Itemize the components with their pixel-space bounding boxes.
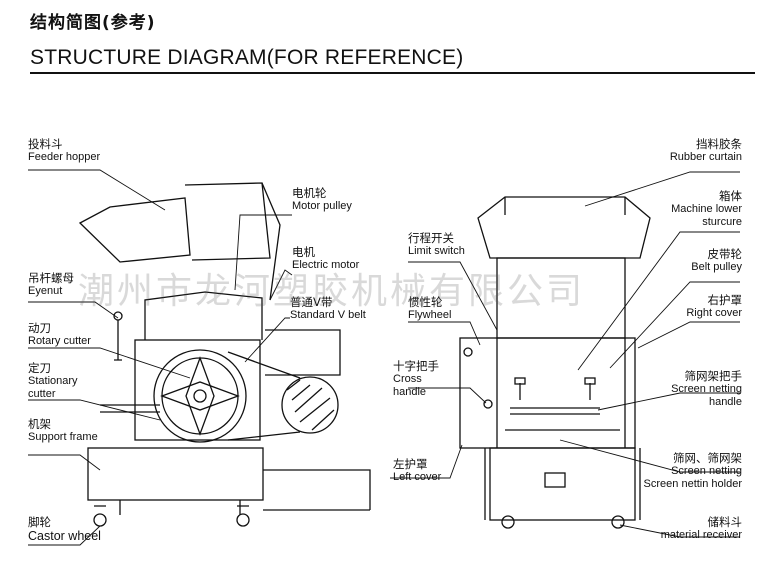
label-left-cover-en: Left cover <box>393 471 442 484</box>
label-material-receiver: 储料斗 material receiver <box>640 515 743 542</box>
label-left-cover-cn: 左护罩 <box>393 457 428 471</box>
side-view-machine <box>78 182 371 527</box>
label-rubber-curtain: 挡料胶条 Rubber curtain <box>640 137 742 164</box>
label-cross-handle-en: Cross handle <box>393 373 427 398</box>
label-v-belt-en: Standard V belt <box>290 309 366 322</box>
label-feeder-hopper-en: Feeder hopper <box>28 151 101 164</box>
front-view-machine <box>459 196 651 529</box>
label-motor-pulley: 电机轮 Motor pulley <box>292 186 352 213</box>
label-motor-pulley-cn: 电机轮 <box>292 186 327 200</box>
label-belt-pulley-cn: 皮带轮 <box>707 247 743 261</box>
label-stationary-cutter-en: Stationary cutter <box>28 375 78 400</box>
label-support-frame: 机架 Support frame <box>28 417 98 444</box>
label-limit-switch: 行程开关 Limit switch <box>408 231 465 258</box>
label-limit-switch-cn: 行程开关 <box>408 231 454 245</box>
label-castor-wheel: 脚轮 Castor wheel <box>28 515 101 544</box>
label-rubber-curtain-en: Rubber curtain <box>669 151 742 164</box>
label-right-cover-en: Right cover <box>686 307 742 320</box>
label-stationary-cutter: 定刀 Stationary cutter <box>28 361 98 401</box>
label-right-cover: 右护罩 Right cover <box>640 293 743 320</box>
label-rubber-curtain-cn: 挡料胶条 <box>696 137 742 151</box>
header-rule <box>30 72 755 74</box>
label-left-cover: 左护罩 Left cover <box>393 457 442 484</box>
v-belt-shape <box>227 351 301 441</box>
label-right-cover-cn: 右护罩 <box>707 293 743 307</box>
label-feeder-hopper-cn: 投料斗 <box>28 137 63 151</box>
label-rotary-cutter-en: Rotary cutter <box>28 335 91 348</box>
motor-pulley-shape <box>281 376 339 434</box>
watermark-text: 潮州市龙河塑胶机械有限公司 <box>78 271 586 312</box>
label-castor-wheel-en: Castor wheel <box>28 529 101 544</box>
label-machine-lower-en: Machine lower sturcure <box>671 203 742 228</box>
rotary-cutter-shape <box>153 349 247 443</box>
label-flywheel: 惯性轮 Flywheel <box>408 295 452 322</box>
label-machine-lower-cn: 箱体 <box>719 189 742 203</box>
title-chinese: 结构简图(参考) <box>30 13 156 33</box>
label-support-frame-cn: 机架 <box>28 417 51 431</box>
label-v-belt-cn: 普通V带 <box>290 295 333 309</box>
label-machine-lower: 箱体 Machine lower sturcure <box>655 189 742 229</box>
label-electric-motor-en: Electric motor <box>292 259 360 272</box>
label-electric-motor-cn: 电机 <box>292 245 315 259</box>
label-flywheel-en: Flywheel <box>408 309 452 322</box>
label-motor-pulley-en: Motor pulley <box>292 200 352 213</box>
label-cross-handle: 十字把手 Cross handle <box>393 359 455 399</box>
label-screen-netting-holder-cn: 筛网、筛网架 <box>673 451 742 465</box>
label-material-receiver-en: material receiver <box>660 529 742 542</box>
label-v-belt: 普通V带 Standard V belt <box>290 295 366 322</box>
label-screen-netting-handle-en: Screen netting handle <box>671 383 742 408</box>
label-cross-handle-cn: 十字把手 <box>393 359 439 373</box>
label-feeder-hopper: 投料斗 Feeder hopper <box>28 137 101 164</box>
label-eyenut: 吊杆螺母 Eyenut <box>28 271 74 298</box>
label-support-frame-en: Support frame <box>28 431 98 444</box>
label-belt-pulley: 皮带轮 Belt pulley <box>640 247 743 274</box>
label-limit-switch-en: Limit switch <box>408 245 465 258</box>
label-material-receiver-cn: 储料斗 <box>707 515 743 529</box>
title-english: STRUCTURE DIAGRAM(FOR REFERENCE) <box>30 46 464 69</box>
support-frame-shape <box>87 447 264 501</box>
label-eyenut-en: Eyenut <box>28 285 63 298</box>
label-screen-netting-holder-en: Screen netting Screen nettin holder <box>643 465 742 490</box>
label-rotary-cutter: 动刀 Rotary cutter <box>28 321 91 348</box>
label-electric-motor: 电机 Electric motor <box>292 245 360 272</box>
label-flywheel-cn: 惯性轮 <box>408 295 443 309</box>
label-screen-netting-holder: 筛网、筛网架 Screen netting Screen nettin hold… <box>640 451 742 491</box>
label-belt-pulley-en: Belt pulley <box>691 261 742 274</box>
feeder-hopper-shape <box>78 197 191 263</box>
material-receiver-shape <box>489 447 636 521</box>
label-screen-netting-handle-cn: 筛网架把手 <box>684 369 743 383</box>
label-eyenut-cn: 吊杆螺母 <box>28 271 74 285</box>
leader-lines <box>28 169 740 546</box>
label-rotary-cutter-cn: 动刀 <box>28 321 51 335</box>
label-screen-netting-handle: 筛网架把手 Screen netting handle <box>668 369 743 409</box>
label-stationary-cutter-cn: 定刀 <box>28 361 51 375</box>
label-castor-wheel-cn: 脚轮 <box>28 515 51 529</box>
machine-lower-shape <box>459 337 636 449</box>
